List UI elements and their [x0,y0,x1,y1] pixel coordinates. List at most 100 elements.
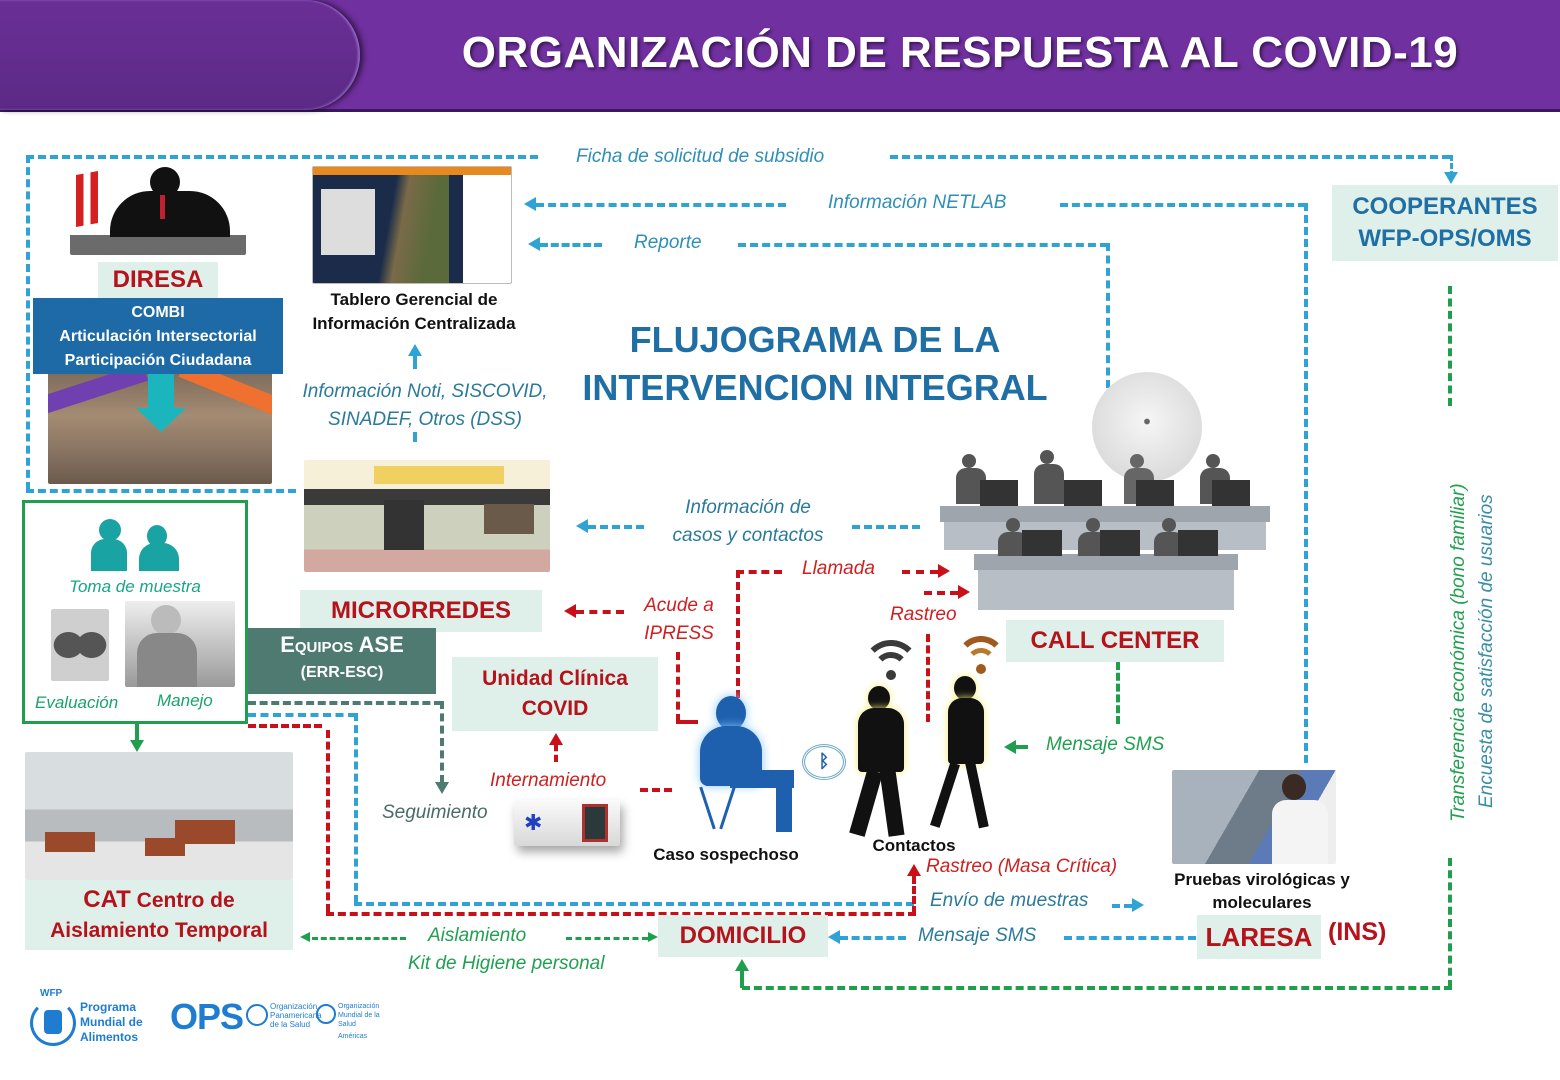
flow-line-envio [354,902,914,906]
flow-line-noti-stub [413,432,417,442]
satellite-dish-icon [1092,372,1202,482]
node-diresa: DIRESA [98,262,218,298]
flow-line-netlab-vertical [1304,203,1308,763]
flow-line-diresa-bottom [26,489,296,493]
arrow-up-icon [907,864,921,876]
label-llamada: Llamada [802,558,875,579]
flow-line-noti-up [413,355,417,369]
label-evaluacion: Evaluación [35,693,119,712]
peru-flag-icon [76,171,98,227]
arrow-up-icon [549,733,563,745]
node-call-center: CALL CENTER [1006,620,1224,662]
flow-line-aislamiento-right [566,937,648,940]
flow-line-casos-left [588,525,644,529]
ambulance-icon: ✱ [514,800,620,846]
arrow-down-icon [435,782,449,794]
flow-line-llamada-vertical [736,570,740,698]
flow-line-internamiento-up [554,744,558,762]
node-combi: COMBI Articulación Intersectorial Partic… [33,298,283,374]
label-acude-ipress: Acude a IPRESS [644,595,714,644]
wifi-icon [862,640,920,680]
node-cooperantes: COOPERANTES WFP-OPS/OMS [1332,185,1558,261]
flow-line-subsidio-right [890,155,1450,159]
arrow-left-icon [524,197,536,211]
xray-image [51,609,109,681]
flow-line-acude [576,610,624,614]
label-pruebas: Pruebas virológicas y moleculares [1174,870,1350,912]
label-ficha-subsidio: Ficha de solicitud de subsidio [576,146,825,167]
wifi-icon [956,636,1006,676]
diagram-title: FLUJOGRAMA DE LA INTERVENCION INTEGRAL [582,319,1048,408]
flow-line-to-cooperantes [1450,155,1453,177]
label-internamiento: Internamiento [490,770,607,791]
node-laresa: LARESA [1197,915,1321,959]
flow-line-llamada-right [902,570,938,574]
label-rastreo-masa-critica: Rastreo (Masa Crítica) [926,856,1118,877]
lab-image [1172,770,1336,864]
flow-line-sms-right [1064,936,1196,940]
label-aislamiento: Aislamiento [428,925,527,946]
label-seguimiento: Seguimiento [382,802,488,823]
label-envio-muestras: Envío de muestras [930,890,1089,911]
flow-line-care-blue-vertical [354,713,358,903]
arrow-left-icon [528,237,540,251]
flow-line-callcenter-sms [1116,662,1120,724]
flow-line-transferencia-bottom [1448,858,1452,988]
health-center-image [304,460,550,572]
flow-line-aislamiento-left [312,937,406,940]
care-box: Toma de muestra Evaluación Manejo [22,500,248,724]
flow-line-reporte-left [540,243,602,247]
node-cat: CAT Centro de Aislamiento Temporal [25,880,293,950]
flow-line-subsidio-left [26,155,538,159]
arrow-left-icon [300,932,310,942]
label-manejo: Manejo [157,691,213,710]
arrow-left-icon [828,930,840,944]
flow-line-seguimiento-vertical [440,701,444,783]
label-reporte: Reporte [634,232,702,253]
flow-line-care-blue [248,713,356,717]
flow-line-diresa-left [26,155,30,490]
ops-logo: OPS Organización Panamericana de la Salu… [170,996,380,1040]
flow-line-domicilio-up [740,970,744,988]
label-info-noti: Información Noti, SISCOVID, SINADEF, Otr… [302,381,548,430]
label-toma-muestra: Toma de muestra [69,577,201,596]
header-tab-decoration [0,0,360,110]
flow-line-sms-green [1014,745,1028,749]
arrow-right-icon [1132,898,1144,912]
flow-line-envio-arrow [1112,904,1132,908]
flow-line-llamada-left [736,570,782,574]
flow-line-domicilio-green [742,986,1452,990]
flow-line-care-red-vertical [326,730,330,912]
sample-taking-icon [91,517,185,573]
label-caso-sospechoso: Caso sospechoso [653,845,799,864]
node-tablero: Tablero Gerencial de Información Central… [312,290,516,333]
node-microrredes: MICRORREDES [300,590,542,632]
flow-line-transferencia-top [1448,286,1452,406]
label-mensaje-sms-blue: Mensaje SMS [918,925,1037,946]
node-domicilio: DOMICILIO [658,915,828,957]
arrow-down-icon [130,740,144,752]
arrow-right-icon [958,585,970,599]
dashboard-screenshot [312,166,512,284]
flow-line-rastreo-vertical [926,634,930,722]
flow-line-ase [248,701,442,705]
flow-line-internamiento [640,788,672,792]
arrow-up-icon [735,959,749,971]
label-transferencia-economica: Transferencia económica (bono familiar) [1448,483,1469,822]
arrow-right-icon [648,932,658,942]
node-unidad-clinica: Unidad Clínica COVID [452,657,658,731]
flow-line-sms-left [840,936,906,940]
flow-line-reporte-vertical [1106,243,1110,388]
arrow-down-icon [136,408,186,432]
paho-globe-icon [246,1004,268,1026]
label-mensaje-sms-green: Mensaje SMS [1046,734,1165,755]
flow-line-rastreo-masa [912,876,916,914]
page-title: ORGANIZACIÓN DE RESPUESTA AL COVID-19 [461,28,1459,77]
label-contactos: Contactos [872,836,956,855]
call-center-image [940,450,1270,610]
flow-line-netlab-right [1060,203,1306,207]
who-emblem-icon [316,1004,336,1024]
arrow-left-icon [564,604,576,618]
arrow-right-icon [938,564,950,578]
bluetooth-icon: ᛒ [802,744,846,780]
